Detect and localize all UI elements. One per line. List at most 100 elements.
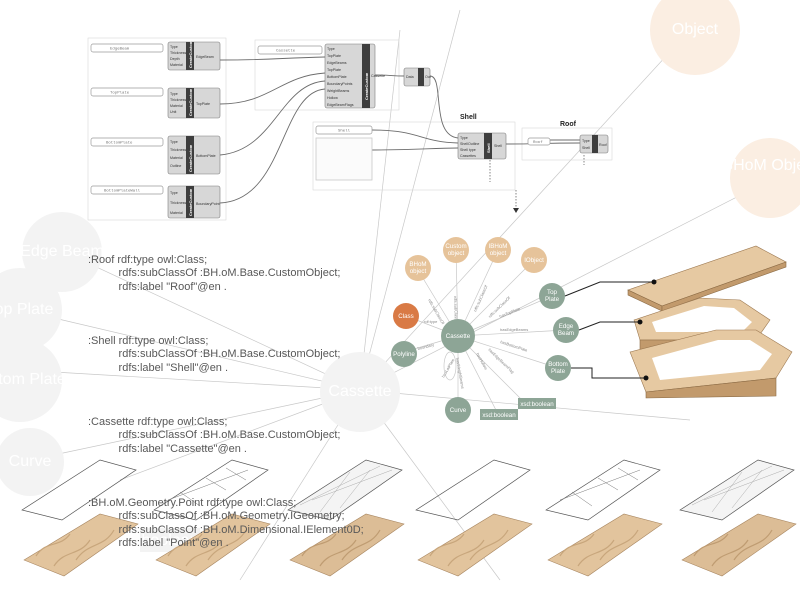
svg-text:Cassette: Cassette: [371, 74, 385, 78]
bg-object-node: [650, 0, 740, 75]
svg-text:WeightBeams: WeightBeams: [327, 89, 350, 93]
gh-panel-shell[interactable]: Shell: [338, 129, 351, 134]
svg-text:TopPlate: TopPlate: [196, 102, 210, 106]
svg-text:TopPlate: TopPlate: [545, 289, 560, 303]
onode-polyline[interactable]: Polyline: [391, 341, 417, 367]
svg-text:EdgeBeamFlags: EdgeBeamFlags: [327, 103, 354, 107]
svg-text:TopPlate: TopPlate: [327, 54, 341, 58]
svg-text:Class: Class: [398, 313, 413, 320]
svg-text:Thickness: Thickness: [170, 98, 186, 102]
gh-panel-bottomplate[interactable]: BottomPlate: [106, 141, 133, 146]
exploded-cassette-model: [564, 245, 793, 399]
svg-text:Shell: Shell: [486, 143, 491, 153]
variant-4-render: [417, 513, 533, 577]
svg-text:rdf:type: rdf:type: [424, 319, 438, 324]
svg-text:BoundaryPoints: BoundaryPoints: [327, 82, 353, 86]
onode-cassette-center[interactable]: Cassette: [441, 319, 475, 353]
gh-panel-roof[interactable]: Roof: [533, 140, 543, 145]
variant-4-wire: [415, 459, 531, 521]
gh-component-boundarypoint[interactable]: Type Thickness Material CreateCustom Bou…: [167, 185, 221, 219]
gh-component-bottomplate[interactable]: Type Thickness Material Outline CreateCu…: [167, 135, 221, 175]
svg-text:CreateCustom: CreateCustom: [188, 144, 193, 172]
svg-text:Cassette: Cassette: [446, 333, 471, 340]
svg-text:Material: Material: [170, 211, 183, 215]
svg-text:Polyline: Polyline: [393, 351, 415, 358]
onode-xsd-boolean-2[interactable]: xsd:boolean: [518, 398, 556, 409]
bg-bhom-label: BHoM Object: [722, 157, 800, 174]
svg-text:Type: Type: [170, 45, 178, 49]
svg-text:EdgeBeam: EdgeBeam: [558, 323, 574, 337]
svg-text:xsd:boolean: xsd:boolean: [482, 412, 516, 419]
svg-text:hasWeightBeams: hasWeightBeams: [455, 357, 465, 389]
gh-component-shell[interactable]: Type ShellOutline Shell type Cassettes S…: [457, 132, 507, 160]
gh-panel-shell-outline[interactable]: [315, 137, 373, 181]
svg-text:Material: Material: [170, 156, 183, 160]
svg-text:hasEdgeBeamFlag: hasEdgeBeamFlag: [487, 347, 515, 374]
svg-text:Outline: Outline: [170, 164, 181, 168]
onode-iobject[interactable]: IObject: [521, 247, 547, 273]
svg-text:Thickness: Thickness: [170, 201, 186, 205]
onode-class[interactable]: Class: [393, 303, 419, 329]
svg-text:Thickness: Thickness: [170, 51, 186, 55]
svg-text:CreateCustom: CreateCustom: [188, 88, 193, 116]
svg-text:hasEdgeBeams: hasEdgeBeams: [500, 327, 528, 332]
gh-component-roof[interactable]: Type Shell Roof: [579, 134, 609, 154]
gh-roof-group-label: Roof: [560, 121, 577, 128]
gh-panel-edgebeam[interactable]: EdgeBeam: [110, 47, 130, 52]
onode-xsd-boolean-1[interactable]: xsd:boolean: [480, 409, 518, 420]
owl-block-roof: :Roof rdf:type owl:Class; rdfs:subClassO…: [88, 253, 341, 293]
variant-3-render: [289, 513, 405, 577]
owl-block-point: :BH.oM.Geometry.Point rdf:type owl:Class…: [88, 496, 364, 550]
variant-5-wire: [545, 459, 661, 521]
gh-shell-group-label: Shell: [460, 114, 477, 121]
gh-component-explode[interactable]: Data Out: [403, 67, 431, 87]
svg-text:EdgeBeams: EdgeBeams: [327, 61, 347, 65]
bg-bottomplate-node: [0, 338, 62, 422]
variant-1-render: [23, 513, 139, 577]
svg-text:Cassettes: Cassettes: [460, 154, 476, 158]
gh-component-cassette[interactable]: Type TopPlate EdgeBeams TopPlate BottomP…: [324, 43, 385, 109]
svg-text:Depth: Depth: [170, 57, 180, 61]
grasshopper-definition: Shell Roof EdgeBeam TopPlate BottomPlate…: [87, 37, 613, 221]
svg-text:Type: Type: [460, 136, 468, 140]
variant-6-wire: [679, 459, 795, 521]
svg-text:BottomPlate: BottomPlate: [196, 154, 216, 158]
svg-text:ShellOutline: ShellOutline: [460, 142, 479, 146]
svg-text:BoundaryPoint: BoundaryPoint: [196, 202, 220, 206]
gh-component-topplate[interactable]: Type Thickness Material Unit CreateCusto…: [167, 87, 221, 119]
svg-text:rdfs:subClassOf: rdfs:subClassOf: [453, 296, 459, 325]
variant-1-wire: [21, 459, 137, 521]
gh-group-left: [87, 37, 227, 221]
bg-bhom-node: [730, 138, 800, 218]
svg-text:hasLatPlate: hasLatPlate: [441, 357, 456, 378]
svg-text:Shell: Shell: [582, 146, 590, 150]
gh-panel-cassette[interactable]: Cassette: [276, 50, 296, 54]
bg-edgebeam-label: Edge Beam: [20, 243, 104, 260]
bg-topplate-label: Top Plate: [0, 301, 53, 318]
gh-panel-topplate[interactable]: TopPlate: [110, 91, 130, 96]
gh-panel-bottomplatewall[interactable]: BottomPlateWall: [104, 189, 141, 194]
svg-text:hasHollow: hasHollow: [475, 352, 489, 371]
svg-text:CreateCustom: CreateCustom: [188, 40, 193, 68]
svg-text:BottomPlate: BottomPlate: [327, 75, 347, 79]
svg-text:Type: Type: [170, 191, 178, 195]
svg-text:IObject: IObject: [524, 257, 544, 264]
svg-text:Hollow: Hollow: [327, 96, 338, 100]
bg-bottomplate-label: Bottom Plate: [0, 371, 66, 388]
svg-text:EdgeBeam: EdgeBeam: [196, 55, 214, 59]
variant-5-render: [547, 513, 663, 577]
svg-text:Type: Type: [582, 139, 590, 143]
svg-text:Unit: Unit: [170, 110, 176, 114]
gh-component-edgebeam[interactable]: Type Thickness Depth Material CreateCust…: [167, 40, 221, 71]
svg-text:BottomPlate: BottomPlate: [548, 361, 568, 375]
onode-curve[interactable]: Curve: [445, 397, 471, 423]
